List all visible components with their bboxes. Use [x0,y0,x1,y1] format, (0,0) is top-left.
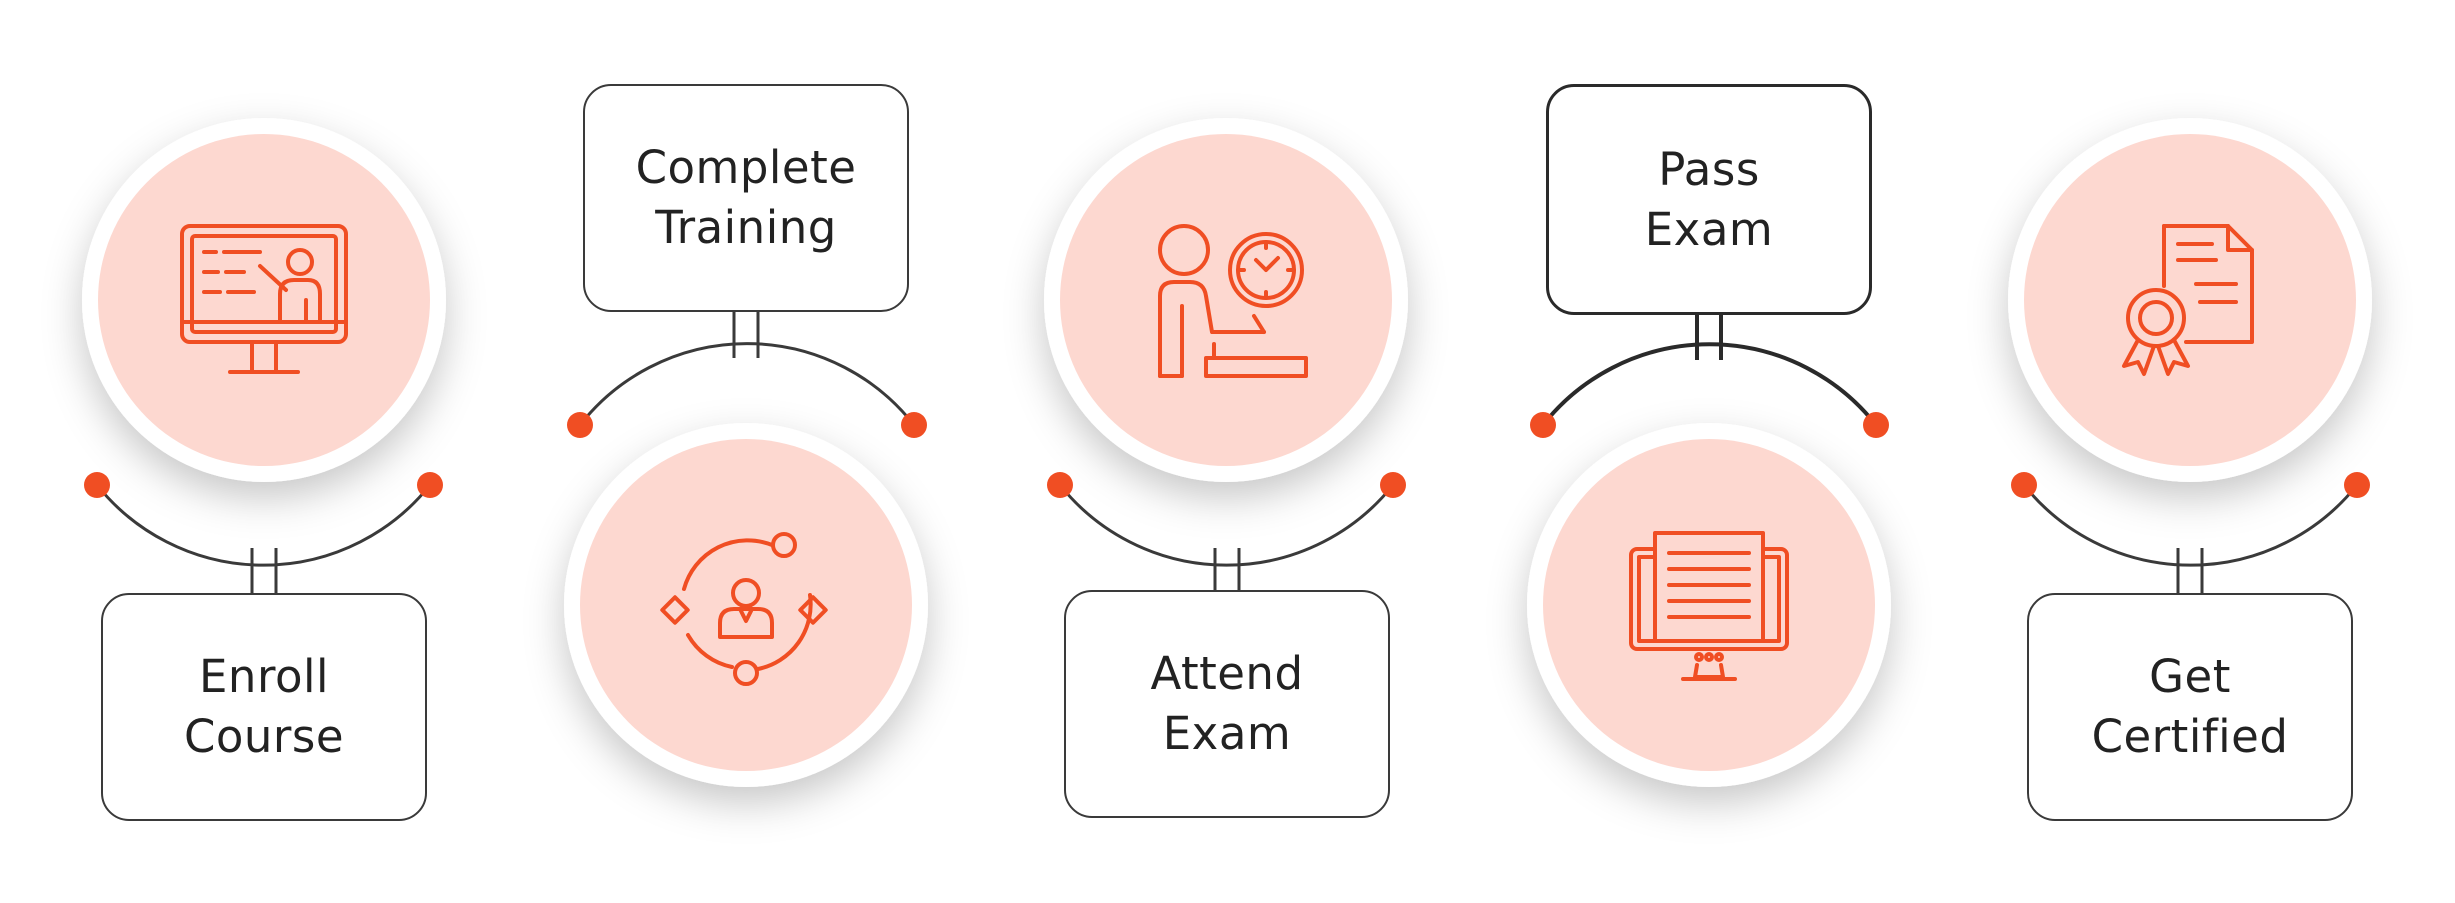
step-1-stem [250,548,278,593]
step-3-arc [1058,484,1395,567]
step-5-label-box: Get Certified [2027,593,2353,821]
step-2-arc [578,342,916,426]
step-1-enroll-course [82,118,446,593]
step-1-circle-fill [98,134,430,466]
step-2-arc-dot-left [567,412,593,438]
step-3-label-box: Attend Exam [1064,590,1390,818]
step-5-stem [2176,548,2204,593]
step-5-arc [2022,484,2359,567]
exam-monitor-icon [1629,531,1789,681]
step-1-arc [95,484,432,567]
training-cycle-icon [660,532,828,686]
step-4-arc-dot-right [1863,412,1889,438]
step-4-stem [1695,315,1723,360]
step-3-arc-dot-right [1380,472,1406,498]
exam-clock-icon [1158,224,1308,378]
step-2-label-box: Complete Training [583,84,909,312]
online-classroom-icon [180,224,348,374]
step-3-attend-exam [1044,118,1408,590]
step-1-label: Enroll Course [183,650,345,763]
step-5-arc-dot-right [2344,472,2370,498]
step-1-arc-dot-right [417,472,443,498]
step-5-circle-fill [2024,134,2356,466]
step-2-complete-training [564,312,928,787]
step-3-circle-fill [1060,134,1392,466]
step-2-label: Complete Training [635,141,857,254]
step-4-arc [1541,342,1878,427]
step-1-label-box: Enroll Course [101,593,427,821]
certificate-icon [2122,224,2254,376]
step-4-arc-dot-left [1530,412,1556,438]
step-5-get-certified [2008,118,2372,593]
step-4-label: Pass Exam [1644,142,1774,256]
step-5-arc-dot-left [2011,472,2037,498]
step-2-stem [732,312,760,358]
step-3-stem [1213,548,1241,590]
step-2-arc-dot-right [901,412,927,438]
step-5-label: Get Certified [2091,650,2289,763]
step-3-label: Attend Exam [1150,647,1304,760]
step-3-arc-dot-left [1047,472,1073,498]
step-1-arc-dot-left [84,472,110,498]
step-4-label-box: Pass Exam [1546,84,1872,315]
